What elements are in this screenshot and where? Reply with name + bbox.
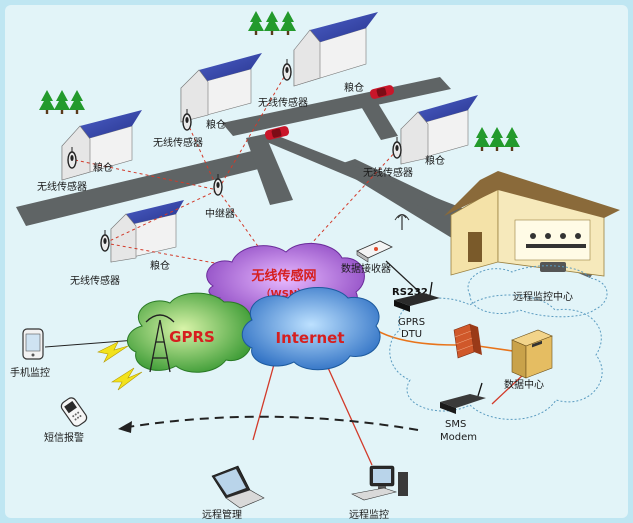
internet-cloud-label: Internet bbox=[275, 329, 344, 347]
sensor-label: 无线传感器 bbox=[363, 166, 413, 179]
gprs-dtu-label: DTU bbox=[401, 329, 422, 340]
remote-monitor-label: 远程监控 bbox=[349, 508, 389, 521]
granary-label: 粮仓 bbox=[425, 154, 445, 167]
internet-cloud: Internet bbox=[241, 287, 381, 371]
smartphone-icon bbox=[22, 328, 44, 360]
data-receiver-label: 数据接收器 bbox=[341, 262, 391, 275]
gprs-cloud-label: GPRS bbox=[169, 328, 215, 346]
data-center-label: 数据中心 bbox=[504, 378, 544, 391]
relay-label: 中继器 bbox=[205, 207, 235, 220]
local-network-clouds bbox=[389, 265, 608, 420]
sensor-label: 无线传感器 bbox=[37, 180, 87, 193]
granary-4 bbox=[400, 95, 478, 165]
sms-modem-label: Modem bbox=[440, 432, 477, 443]
granary-label: 粮仓 bbox=[344, 81, 364, 94]
granary-5 bbox=[110, 200, 184, 263]
laptop-icon bbox=[211, 465, 265, 509]
cars bbox=[264, 85, 395, 140]
desktop-computer-icon bbox=[351, 465, 408, 501]
sms-modem-label: SMS bbox=[445, 419, 466, 430]
gprs-tower-icon bbox=[145, 314, 175, 373]
mobile-phone-icon bbox=[60, 397, 88, 427]
gprs-cloud: GPRS bbox=[127, 292, 253, 373]
wsn-cloud-title: 无线传感网 bbox=[250, 268, 316, 284]
data-receiver-icon bbox=[356, 240, 393, 263]
granary-label: 粮仓 bbox=[206, 118, 226, 131]
return-arrow bbox=[118, 415, 419, 433]
sensor-label: 无线传感器 bbox=[258, 96, 308, 109]
granary-labels: 粮仓 粮仓 粮仓 粮仓 粮仓 无线传感器 无线传感器 无线传感器 无线传感器 无… bbox=[37, 81, 445, 287]
sensor-links bbox=[74, 71, 398, 271]
sms-modem-icon bbox=[440, 382, 486, 414]
rs232-label: RS232 bbox=[392, 287, 428, 298]
sensor-label: 无线传感器 bbox=[153, 136, 203, 149]
firewall-icon bbox=[453, 323, 482, 359]
gprs-dtu-icon: RS232 bbox=[392, 281, 440, 312]
mobile-monitor-label: 手机监控 bbox=[10, 366, 50, 379]
sensor-label: 无线传感器 bbox=[70, 274, 120, 287]
granary-label: 粮仓 bbox=[93, 161, 113, 174]
data-center-server-icon bbox=[511, 329, 553, 379]
wireless-signal-icon bbox=[97, 341, 143, 391]
sms-alarm-label: 短信报警 bbox=[44, 431, 84, 444]
granary-label: 粮仓 bbox=[150, 259, 170, 272]
remote-manage-label: 远程管理 bbox=[202, 508, 242, 521]
granary-2 bbox=[180, 53, 262, 123]
gprs-dtu-label: GPRS bbox=[398, 317, 425, 328]
granary-3 bbox=[61, 110, 142, 181]
remote-center-label: 远程监控中心 bbox=[513, 290, 573, 303]
granary-1 bbox=[293, 12, 378, 87]
remote-monitoring-center-building bbox=[444, 171, 620, 277]
